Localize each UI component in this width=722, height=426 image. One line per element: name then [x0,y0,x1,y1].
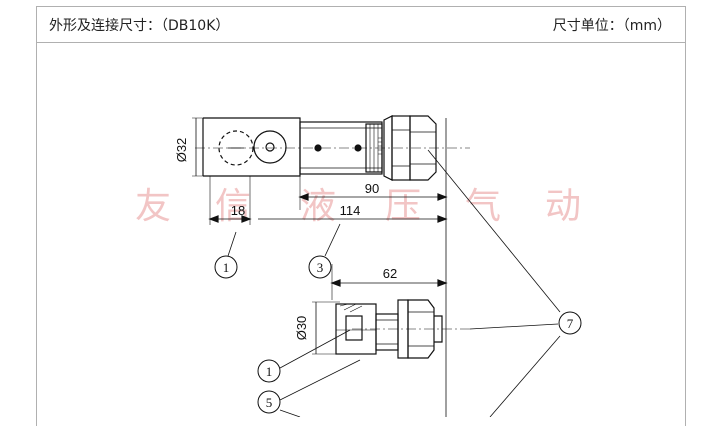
technical-drawing: 友 信 液 压 气 动 [135,115,582,417]
balloon-5 [257,390,281,414]
page-title: 外形及连接尺寸：（DB10K） [49,18,230,34]
dimension-d32: Ø32 [174,138,189,163]
header-bar: 外形及连接尺寸：（DB10K） 尺寸单位：（mm） [37,7,685,43]
balloon-3 [308,255,332,279]
balloon-7 [558,311,582,335]
balloon-7-label: 7 [567,316,574,331]
balloon-1-bottom-label: 1 [266,364,273,379]
dimension-d30: Ø30 [294,316,309,341]
top-leaders [227,149,561,313]
watermark-char-4: 压 [385,186,421,227]
dimension-90: 90 [365,181,379,196]
balloon-1-top-label: 1 [223,260,230,275]
dimension-18: 18 [231,203,245,218]
balloon-1-top [214,255,238,279]
dimension-114: 114 [340,203,361,218]
watermark-char-6: 动 [545,186,581,227]
unit-label: 尺寸单位：（mm） [552,18,671,34]
drawing-frame: 外形及连接尺寸：（DB10K） 尺寸单位：（mm） [36,6,686,426]
balloon-3-label: 3 [317,260,324,275]
watermark-char-1: 友 [135,186,171,227]
dimension-62: 62 [383,266,397,281]
watermark-char-3: 液 [300,186,336,227]
bottom-view [312,264,559,359]
bottom-leaders [279,329,561,417]
balloon-5-label: 5 [266,395,273,410]
top-view [192,115,470,417]
balloon-1-bottom [257,359,281,383]
watermark-char-5: 气 [465,186,501,227]
